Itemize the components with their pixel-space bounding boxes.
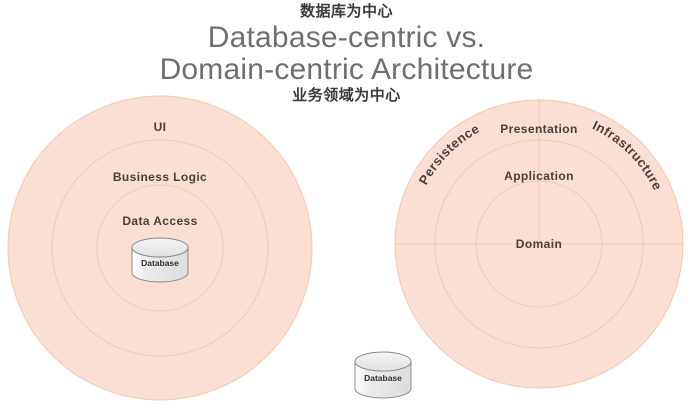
standalone-database: Database (354, 351, 412, 399)
layer-label-presentation: Presentation (500, 122, 578, 136)
layer-label-application: Application (504, 169, 574, 183)
database-cylinder-label: Database (364, 373, 402, 383)
cylinder-top (354, 351, 412, 372)
layer-label-ui: UI (154, 120, 167, 134)
cylinder-body (354, 361, 412, 399)
cylinder-top (131, 237, 189, 258)
layer-label-business-logic: Business Logic (113, 170, 207, 184)
diagram-domain-centric: PresentationApplicationDomainPersistence… (394, 99, 684, 389)
database-cylinder: Database (131, 237, 189, 283)
layer-label-data-access: Data Access (122, 214, 197, 228)
layer-label-domain: Domain (516, 237, 562, 251)
database-cylinder: Database (354, 351, 412, 399)
database-cylinder-label: Database (141, 258, 179, 268)
